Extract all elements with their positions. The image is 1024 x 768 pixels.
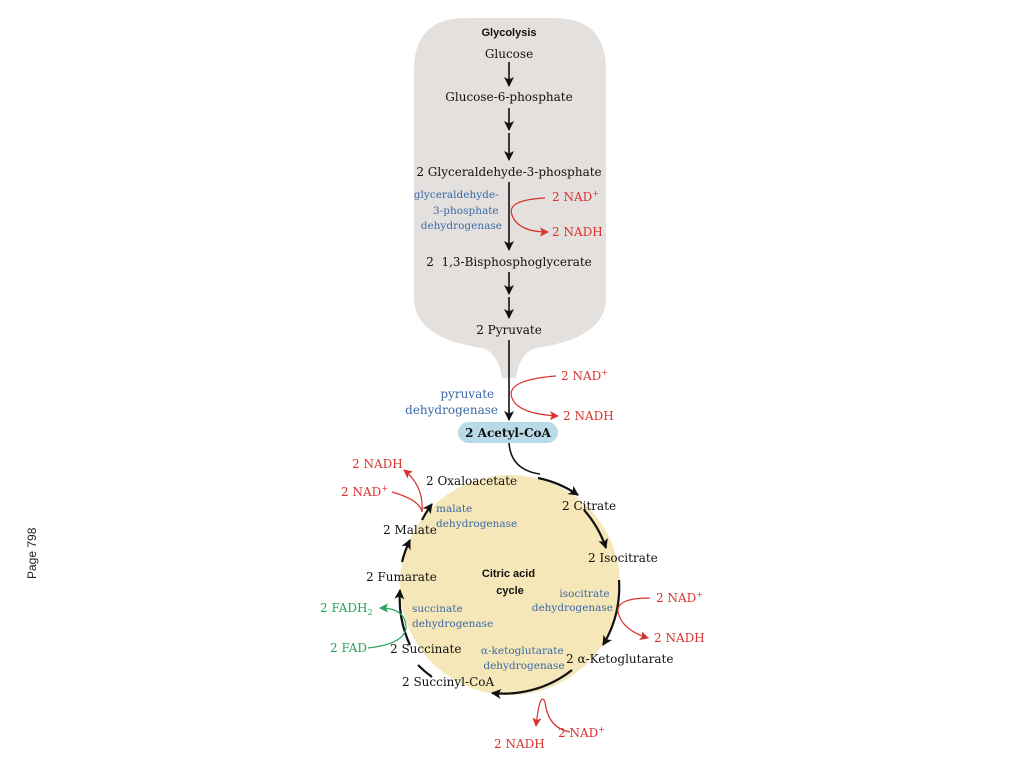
- akg-dh-enzyme-line-2: dehydrogenase: [483, 660, 564, 672]
- isocitrate-dh-nad-arrow: [617, 597, 651, 640]
- gapdh-nad-in-sup: +: [592, 189, 599, 198]
- malate-dh-enzyme-line-1: malate: [436, 503, 472, 515]
- cycle-arrows: [394, 476, 621, 699]
- malate-dh-nad-in: 2 NAD+: [341, 484, 388, 499]
- acetyl-coa-badge: [458, 422, 558, 443]
- glucose-label: Glucose: [485, 47, 533, 61]
- succinate-dh-enzyme-label: succinate dehydrogenase: [412, 603, 493, 630]
- pyruvate-label: 2 Pyruvate: [476, 323, 542, 337]
- malate-label: 2 Malate: [383, 523, 437, 537]
- akg-dh-nad-in-sup: +: [598, 725, 605, 734]
- cycle-title: Citric acid cycle: [482, 568, 538, 597]
- pdh-nad-arrow: [510, 375, 559, 421]
- glucose-6-phosphate-label: Glucose-6-phosphate: [445, 90, 572, 104]
- isocitrate-dh-enzyme-label: isocitrate dehydrogenase: [532, 588, 613, 614]
- malate-dh-enzyme-line-2: dehydrogenase: [436, 518, 517, 530]
- isocitrate-dh-enzyme-line-1: isocitrate: [559, 588, 609, 600]
- glycolysis-panel: [414, 18, 606, 378]
- arrow-fumarate-to-malate: [400, 539, 411, 563]
- nad-side-arrows: [391, 197, 651, 733]
- isocitrate-dh-enzyme-line-2: dehydrogenase: [532, 602, 613, 614]
- gapdh-enzyme-line-2: 3-phosphate: [433, 205, 499, 217]
- arrow-succinyl-coa-to-succinate: [417, 664, 433, 678]
- malate-dh-enzyme-label: malate dehydrogenase: [436, 503, 517, 530]
- succinate-label: 2 Succinate: [390, 642, 461, 656]
- gapdh-nadh-out: 2 NADH: [552, 225, 603, 239]
- oxaloacetate-label: 2 Oxaloacetate: [426, 474, 517, 488]
- glyceraldehyde-3-phosphate-label: 2 Glyceraldehyde-3-phosphate: [416, 165, 601, 179]
- arrow-oxaloacetate-to-citrate: [537, 476, 579, 496]
- malate-dh-nad-arrow: [391, 469, 423, 513]
- succinate-dh-fad-in: 2 FAD: [330, 641, 367, 655]
- arrow-malate-to-oxaloacetate: [421, 503, 433, 521]
- bisphosphoglycerate-label: 2 1,3-Bisphosphoglycerate: [426, 255, 592, 269]
- isocitrate-dh-nad-in-sup: +: [696, 590, 703, 599]
- citrate-label: 2 Citrate: [562, 499, 616, 513]
- succinate-dh-fadh2-text: 2 FADH: [320, 601, 367, 615]
- succinate-dh-enzyme-line-2: dehydrogenase: [412, 618, 493, 630]
- citric-acid-cycle-disk: [400, 475, 620, 695]
- pdh-nad-in-sup: +: [601, 368, 608, 377]
- cycle-title-line-2: cycle: [496, 585, 524, 597]
- acetyl-coa-label: 2 Acetyl-CoA: [465, 426, 551, 440]
- pdh-enzyme-line-2: dehydrogenase: [405, 403, 498, 417]
- arrow-succinate-to-fumarate: [394, 589, 411, 646]
- cycle-title-line-1: Citric acid: [482, 568, 535, 580]
- malate-dh-nad-in-sup: +: [381, 484, 388, 493]
- pdh-enzyme-line-1: pyruvate: [440, 387, 494, 401]
- gapdh-nad-arrow: [510, 197, 549, 237]
- arrow-isocitrate-to-akg: [602, 579, 621, 646]
- pdh-enzyme-label: pyruvate dehydrogenase: [405, 387, 498, 417]
- malate-dh-nad-in-text: 2 NAD: [341, 485, 381, 499]
- isocitrate-label: 2 Isocitrate: [588, 551, 658, 565]
- fumarate-label: 2 Fumarate: [366, 570, 437, 584]
- succinate-dh-fadh2-sub: 2: [367, 608, 372, 617]
- gapdh-nad-in: 2 NAD+: [552, 189, 599, 204]
- glycolysis-arrows: [504, 62, 541, 475]
- gapdh-enzyme-label: glyceraldehyde- 3-phosphate dehydrogenas…: [414, 189, 502, 232]
- akg-dh-enzyme-line-1: α-ketoglutarate: [481, 645, 564, 657]
- gapdh-nad-in-text: 2 NAD: [552, 190, 592, 204]
- succinyl-coa-label: 2 Succinyl-CoA: [402, 675, 494, 689]
- isocitrate-dh-nad-in-text: 2 NAD: [656, 591, 696, 605]
- malate-dh-nadh-out: 2 NADH: [352, 457, 403, 471]
- pdh-nad-in: 2 NAD+: [561, 368, 608, 383]
- glycolysis-title: Glycolysis: [481, 27, 536, 39]
- gapdh-enzyme-line-1: glyceraldehyde-: [414, 189, 499, 201]
- alpha-ketoglutarate-label: 2 α-Ketoglutarate: [566, 652, 673, 666]
- akg-dh-nadh-out: 2 NADH: [494, 737, 545, 751]
- isocitrate-dh-nad-in: 2 NAD+: [656, 590, 703, 605]
- pdh-nad-in-text: 2 NAD: [561, 369, 601, 383]
- gapdh-enzyme-line-3: dehydrogenase: [421, 220, 502, 232]
- arrow-akg-to-succinyl-coa: [491, 669, 573, 699]
- succinate-dh-fadh2-out: 2 FADH2: [320, 601, 373, 617]
- akg-dh-nad-in-text: 2 NAD: [558, 726, 598, 740]
- arrow-acetyl-coa-to-cycle: [508, 442, 541, 475]
- succinate-dh-fad-arrow: [367, 603, 407, 649]
- akg-dh-nad-in: 2 NAD+: [558, 725, 605, 740]
- arrow-citrate-to-isocitrate: [583, 509, 608, 549]
- succinate-dh-enzyme-line-1: succinate: [412, 603, 463, 615]
- akg-dh-enzyme-label: α-ketoglutarate dehydrogenase: [481, 645, 567, 672]
- pdh-nadh-out: 2 NADH: [563, 409, 614, 423]
- isocitrate-dh-nadh-out: 2 NADH: [654, 631, 705, 645]
- akg-dh-nad-arrow: [532, 698, 571, 733]
